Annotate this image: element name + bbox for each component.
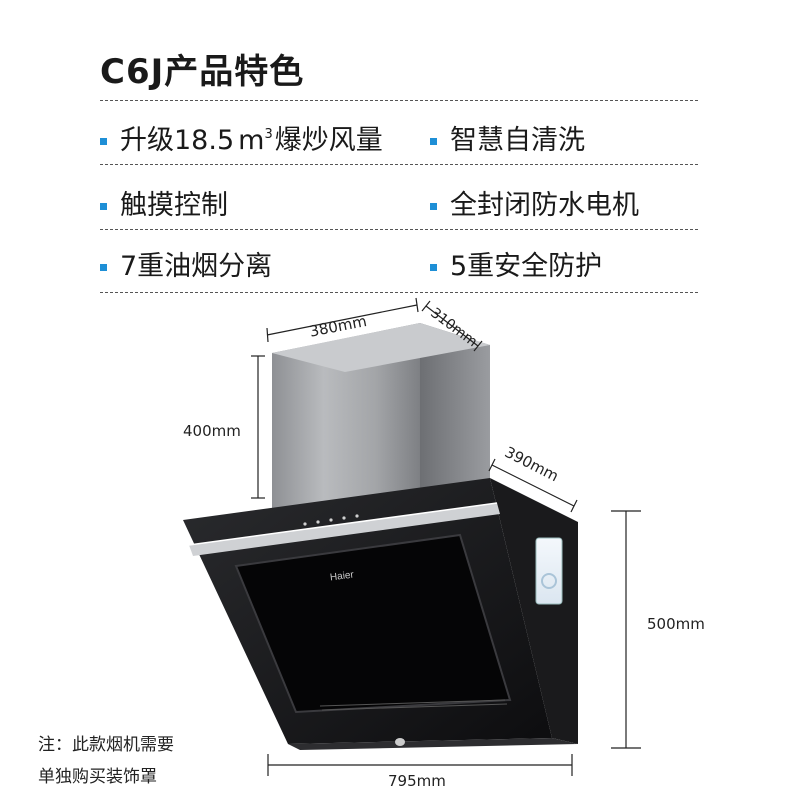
feature-text: 7重油烟分离 [120,251,273,282]
feature-item: 升级18.5 m 3 爆炒风量 [100,121,383,161]
hood-bottom [288,738,578,750]
dimension-lines [251,297,641,776]
purchase-note-line: 单独购买装饰罩 [38,767,157,787]
chimney-side [420,323,490,508]
inner-glass-panel [234,533,512,714]
feature-item: 全封闭防水电机 [430,186,639,226]
divider [100,164,698,165]
feature-item: 7重油烟分离 [100,247,272,287]
divider [100,292,698,293]
feature-text: 触摸控制 [120,190,228,221]
feature-item: 智慧自清洗 [430,121,585,161]
feature-text: 全封闭防水电机 [450,190,639,221]
feature-unit: m [238,125,265,156]
chimney-front [272,323,420,520]
chrome-strip [189,503,500,556]
bottom-knob [395,738,405,746]
divider [100,229,698,230]
vent-grille [319,699,508,711]
touch-control-dots [303,514,359,526]
square-bullet-icon [100,202,107,210]
feature-text: 智慧自清洗 [450,125,585,156]
divider [100,100,698,101]
square-bullet-icon [430,137,437,145]
feature-text: 5重安全防护 [450,251,603,282]
dimension-label-hood-height: 500mm [647,615,705,633]
feature-text: 爆炒风量 [274,125,383,156]
feature-item: 触摸控制 [100,186,228,226]
page-title: C6J产品特色 [100,52,305,92]
square-bullet-icon [430,263,437,271]
square-bullet-icon [100,263,107,271]
square-bullet-icon [100,137,107,145]
purchase-note-line: 注：此款烟机需要 [38,735,174,755]
feature-item: 5重安全防护 [430,247,602,287]
feature-superscript: 3 [264,127,273,142]
feature-text: 升级18.5 [120,125,235,156]
dimension-label-chimney-height: 400mm [183,422,241,440]
square-bullet-icon [430,202,437,210]
chimney-top [272,323,490,372]
dimension-label-hood-width: 795mm [388,772,446,790]
side-display-panel [535,537,563,605]
